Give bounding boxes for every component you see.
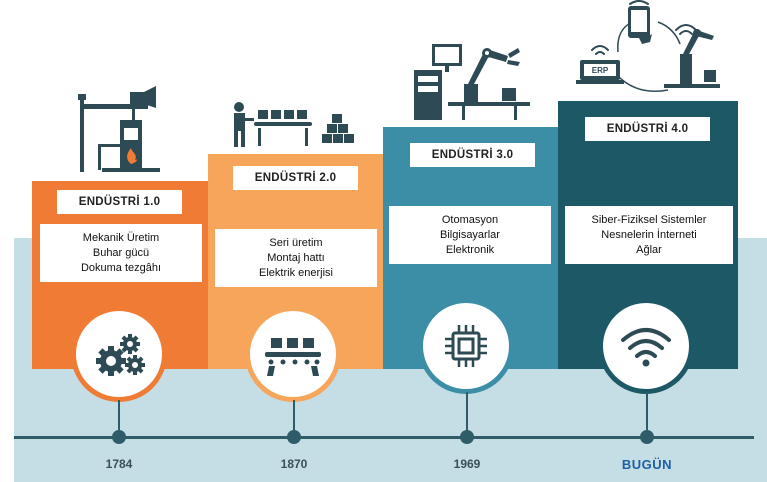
year-label: 1870 <box>280 457 308 471</box>
chip-icon <box>418 298 514 394</box>
timeline-dot <box>460 430 474 444</box>
desc-line: Mekanik Üretim <box>82 231 160 244</box>
desc-line: Otomasyon <box>441 213 499 226</box>
timeline-stem <box>293 400 295 438</box>
steam-engine-icon <box>78 86 160 172</box>
stage-label: ENDÜSTRİ 1.0 <box>57 190 182 214</box>
desc-line: Seri üretim <box>269 236 323 249</box>
year-label: 1784 <box>105 457 133 471</box>
stage-description: Mekanik Üretim Buhar gücü Dokuma tezgâhı <box>40 224 202 282</box>
timeline-axis <box>14 436 754 439</box>
erp-label: ERP <box>592 66 609 75</box>
stage-description: Siber-Fiziksel Sistemler Nesnelerin İnte… <box>565 206 733 264</box>
desc-line: Ağlar <box>636 243 662 256</box>
robot-arm-computer-icon <box>414 44 530 120</box>
desc-line: Elektrik enerjisi <box>259 266 333 279</box>
stage-label: ENDÜSTRİ 2.0 <box>233 166 358 190</box>
timeline-stem <box>646 392 648 438</box>
desc-line: Elektronik <box>445 243 495 256</box>
desc-line: Siber-Fiziksel Sistemler <box>591 213 707 226</box>
stage-description: Otomasyon Bilgisayarlar Elektronik <box>389 206 551 264</box>
timeline-dot <box>640 430 654 444</box>
assembly-line-icon <box>234 102 354 147</box>
desc-line: Buhar gücü <box>92 246 150 259</box>
timeline-stem <box>118 400 120 438</box>
gears-icon <box>71 306 167 402</box>
iot-cycle-icon: ERP <box>576 0 720 92</box>
stage-label: ENDÜSTRİ 3.0 <box>410 143 535 167</box>
desc-line: Bilgisayarlar <box>440 228 500 241</box>
stage-label: ENDÜSTRİ 4.0 <box>585 117 710 141</box>
timeline-dot <box>287 430 301 444</box>
wifi-icon <box>598 298 694 394</box>
stage-description: Seri üretim Montaj hattı Elektrik enerji… <box>215 229 377 287</box>
desc-line: Nesnelerin İnterneti <box>601 228 697 241</box>
timeline-dot <box>112 430 126 444</box>
desc-line: Dokuma tezgâhı <box>80 261 162 274</box>
year-label-today: BUGÜN <box>621 457 673 472</box>
timeline-stem <box>466 392 468 438</box>
year-label: 1969 <box>453 457 481 471</box>
conveyor-icon <box>245 306 341 402</box>
desc-line: Montaj hattı <box>267 251 325 264</box>
